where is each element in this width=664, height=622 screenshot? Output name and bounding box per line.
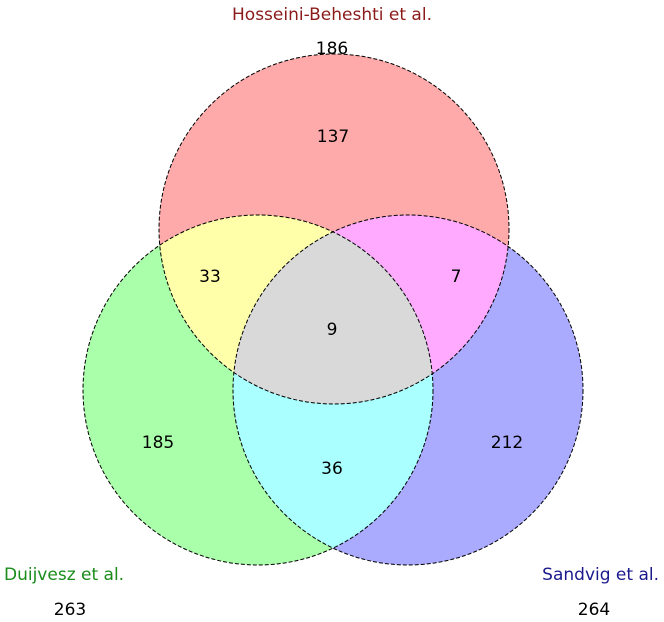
- set-left-label: Duijvesz et al.: [4, 565, 124, 585]
- count-left-only: 185: [142, 433, 174, 453]
- set-left-total: 263: [54, 600, 86, 620]
- set-top-total: 186: [316, 39, 348, 59]
- set-right-label: Sandvig et al.: [542, 565, 659, 585]
- count-left-right: 36: [321, 459, 343, 479]
- count-top-only: 137: [317, 127, 349, 147]
- set-top-label: Hosseini-Beheshti et al.: [232, 5, 432, 25]
- count-top-right: 7: [451, 267, 462, 287]
- circle-outlines: [82, 53, 584, 566]
- count-all-three: 9: [327, 320, 338, 340]
- set-right-total: 264: [578, 600, 610, 620]
- count-top-left: 33: [199, 267, 221, 287]
- count-right-only: 212: [491, 433, 523, 453]
